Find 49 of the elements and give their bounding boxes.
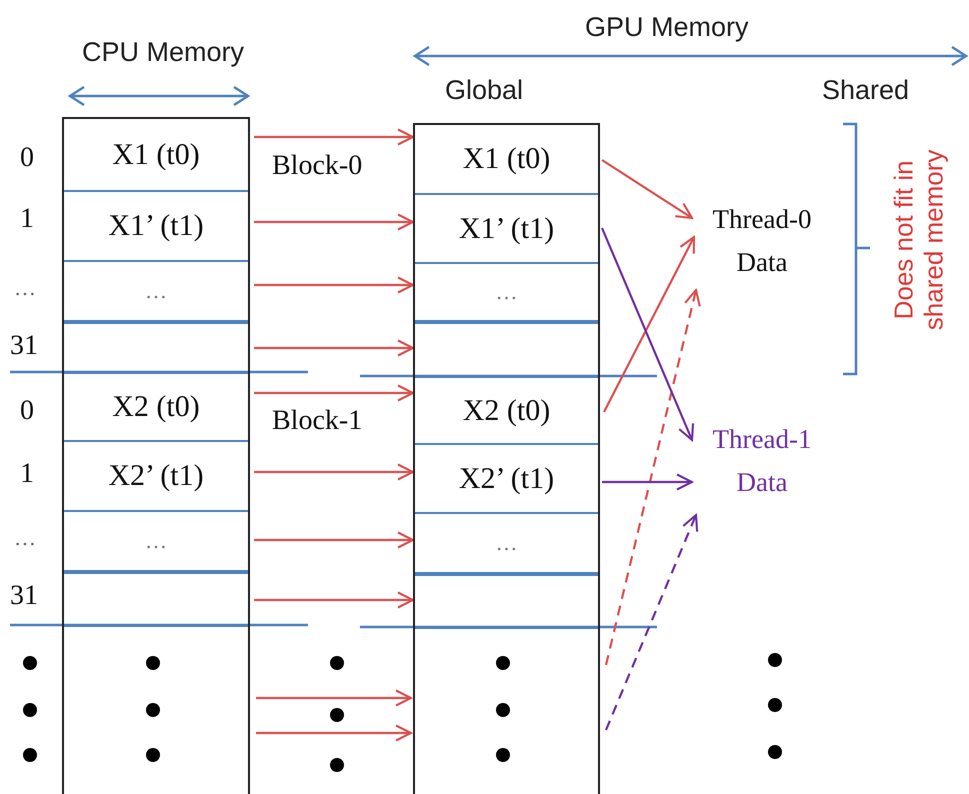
memory-cell	[415, 322, 598, 378]
memory-cell: X1 (t0)	[415, 125, 598, 195]
memory-cell: X1’ (t1)	[64, 192, 248, 262]
memory-cell: X2 (t0)	[64, 374, 248, 442]
row-index: 0	[20, 395, 34, 427]
column-heading: Global	[445, 75, 524, 106]
arrow	[254, 531, 414, 549]
arrow	[254, 276, 414, 294]
arrow	[254, 128, 414, 146]
row-index: …	[14, 275, 36, 301]
memory-cell	[64, 322, 248, 374]
memory-cell: X1 (t0)	[64, 119, 248, 192]
arrow	[601, 159, 694, 220]
memory-cell: …	[64, 512, 248, 572]
row-index: 1	[20, 458, 34, 490]
thread-data-label: Thread-0 Data	[692, 198, 832, 284]
memory-cell: X2 (t0)	[415, 378, 598, 445]
row-index: 31	[10, 330, 38, 362]
memory-cell: …	[415, 264, 598, 322]
memory-cell	[64, 572, 248, 627]
arrow	[254, 213, 414, 231]
arrow	[604, 288, 701, 666]
block-label: Block-0	[272, 150, 362, 182]
arrow	[254, 463, 414, 481]
column-heading: Shared	[822, 75, 910, 106]
memory-cell: …	[64, 262, 248, 322]
arrow	[256, 724, 412, 742]
thread-data-label: Thread-1 Data	[692, 418, 832, 504]
memory-cell: …	[415, 514, 598, 574]
memory-cell: X2’ (t1)	[64, 442, 248, 512]
block-label: Block-1	[272, 405, 362, 437]
group-heading: GPU Memory	[585, 12, 749, 43]
memory-cell	[415, 574, 598, 629]
arrow	[603, 236, 696, 412]
memory-cell: X1’ (t1)	[415, 195, 598, 264]
arrow	[602, 473, 694, 491]
note-text: Does not fit in shared memory	[890, 148, 950, 332]
arrow	[604, 514, 698, 730]
row-index: …	[14, 525, 36, 551]
arrow	[600, 228, 694, 442]
arrow	[256, 689, 412, 707]
arrow	[254, 591, 414, 609]
row-index: 31	[10, 580, 38, 612]
row-index: 1	[20, 203, 34, 235]
arrow	[254, 384, 414, 402]
memory-cell: X2’ (t1)	[415, 445, 598, 514]
row-index: 0	[20, 142, 34, 174]
column-heading: CPU Memory	[82, 37, 244, 68]
arrow	[254, 339, 414, 357]
